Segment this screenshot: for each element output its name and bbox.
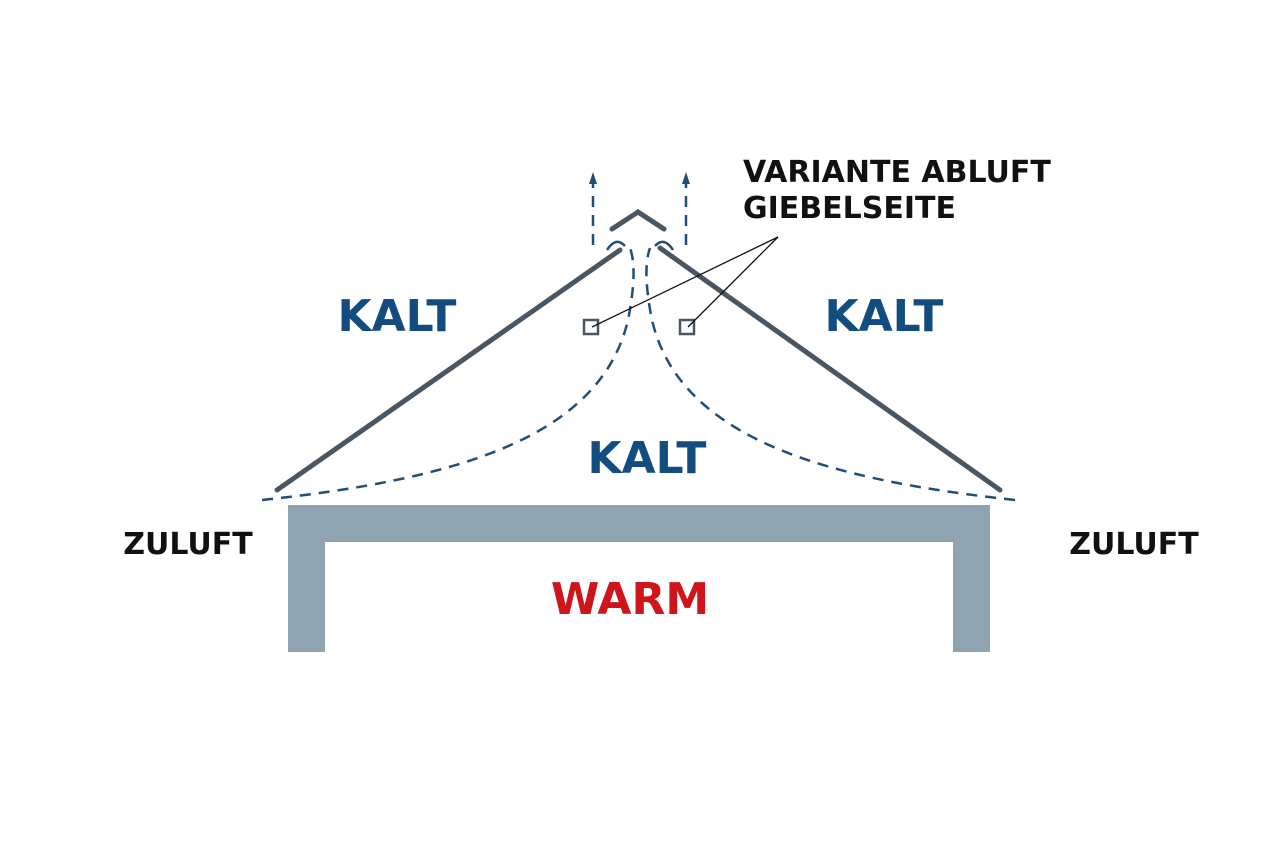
roof-left bbox=[274, 247, 623, 493]
leader-line-left bbox=[591, 236, 779, 328]
label-cold-center: KALT bbox=[588, 433, 707, 484]
arrow-head-left bbox=[589, 172, 597, 184]
label-cold-left: KALT bbox=[338, 291, 457, 342]
label-supply-right: ZULUFT bbox=[1069, 527, 1199, 562]
label-variant-line2: GIEBELSEITE bbox=[743, 191, 956, 226]
arrow-head-right bbox=[682, 172, 690, 184]
building-wall bbox=[288, 505, 990, 652]
label-cold-right: KALT bbox=[825, 291, 944, 342]
gable-vent-right bbox=[678, 318, 696, 336]
ridge-cap bbox=[609, 209, 667, 232]
airflow-ridge-right bbox=[654, 240, 675, 251]
label-warm: WARM bbox=[551, 574, 709, 625]
airflow-ridge-left bbox=[605, 240, 626, 251]
label-supply-left: ZULUFT bbox=[123, 527, 253, 562]
gable-vent-left bbox=[582, 318, 600, 336]
airflow-left bbox=[261, 247, 635, 502]
label-variant-line1: VARIANTE ABLUFT bbox=[743, 155, 1051, 190]
leader-line-right bbox=[687, 236, 779, 328]
roof-right bbox=[657, 245, 1003, 493]
airflow-right bbox=[645, 247, 1016, 502]
